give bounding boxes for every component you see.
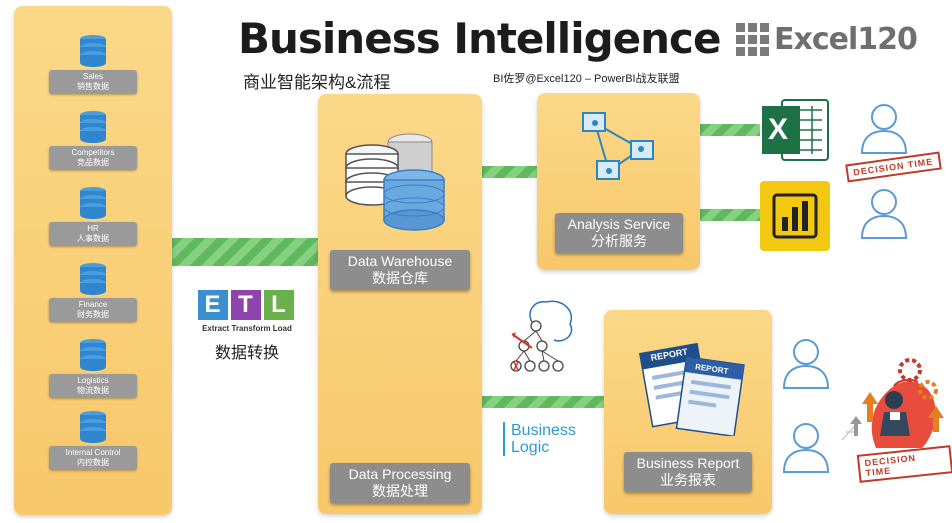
etl-caption: Extract Transform Load — [202, 324, 292, 333]
grid-logo-icon — [736, 22, 769, 56]
connector-analysis-powerbi — [700, 209, 760, 221]
excel-app-icon: X — [760, 96, 830, 164]
brand-name: Excel120 — [774, 22, 918, 57]
user-outline-icon — [782, 339, 830, 389]
database-stack-icon — [345, 133, 445, 231]
cube-diagram-icon — [582, 112, 654, 180]
brand-logo: Excel120 — [736, 22, 918, 57]
power-bi-app-icon — [760, 181, 830, 251]
page-title: Business Intelligence — [238, 14, 721, 63]
user-outline-icon — [860, 104, 908, 154]
connector-warehouse-analysis — [482, 166, 538, 178]
database-icon — [80, 187, 106, 219]
connector-analysis-excel — [700, 124, 760, 136]
decision-maker-illustration — [841, 358, 944, 448]
user-outline-icon — [782, 423, 830, 473]
connector-processing-report — [482, 396, 604, 408]
business-logic-label: Business Logic — [503, 422, 576, 456]
database-icon — [80, 111, 106, 143]
etl-letter-t: T — [230, 290, 261, 320]
database-icon — [80, 339, 106, 371]
report-documents-icon: REPORT REPORT — [638, 342, 745, 436]
connector-sources-warehouse — [172, 238, 318, 266]
etl-logo: E T L Extract Transform Load 数据转换 — [193, 290, 301, 363]
credit-line: BI佐罗@Excel120 – PowerBI战友联盟 — [493, 73, 680, 85]
decision-tree-icon — [510, 300, 573, 372]
etl-label-zh: 数据转换 — [214, 345, 279, 362]
etl-letter-l: L — [263, 290, 294, 320]
database-icon — [80, 411, 106, 443]
excel-letter: X — [768, 113, 789, 146]
database-icon — [80, 263, 106, 295]
page-subtitle: 商业智能架构&流程 — [243, 73, 391, 92]
database-icon — [80, 35, 106, 67]
user-outline-icon — [860, 189, 908, 239]
decision-time-stamp: DECISION TIME — [845, 151, 942, 183]
etl-letter-e: E — [197, 290, 228, 320]
